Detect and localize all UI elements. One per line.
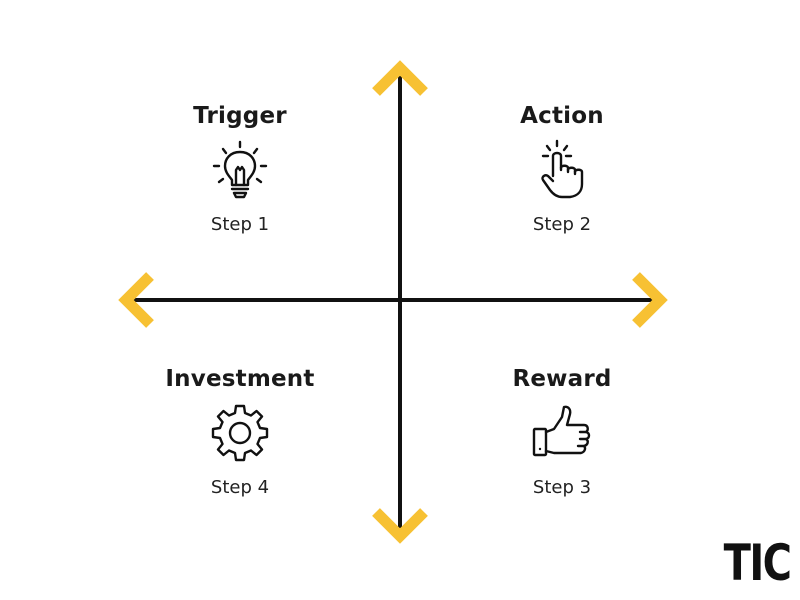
quadrant-action: Action Step 2 [462,102,662,236]
trigger-step-label: Step 1 [210,214,270,235]
trigger-title: Trigger [193,103,287,129]
reward-step-label: Step 3 [532,477,592,498]
reward-title: Reward [512,366,612,392]
gear-icon [208,401,272,465]
action-title: Action [520,103,604,129]
arrow-right-chevron [632,272,668,328]
lightbulb-icon [208,138,272,202]
tic-logo: TIC [723,534,791,592]
arrow-up-chevron [372,60,428,96]
quadrant-investment: Investment Step 4 [140,365,340,499]
arrow-left-chevron [118,272,154,328]
action-step-label: Step 2 [532,214,592,235]
pointing-hand-icon [530,138,594,202]
investment-title: Investment [165,366,315,392]
quadrant-trigger: Trigger Step 1 [140,102,340,236]
investment-step-label: Step 4 [210,477,270,498]
quadrant-reward: Reward Step 3 [462,365,662,499]
thumbs-up-icon [530,401,594,465]
arrow-down-chevron [372,508,428,544]
